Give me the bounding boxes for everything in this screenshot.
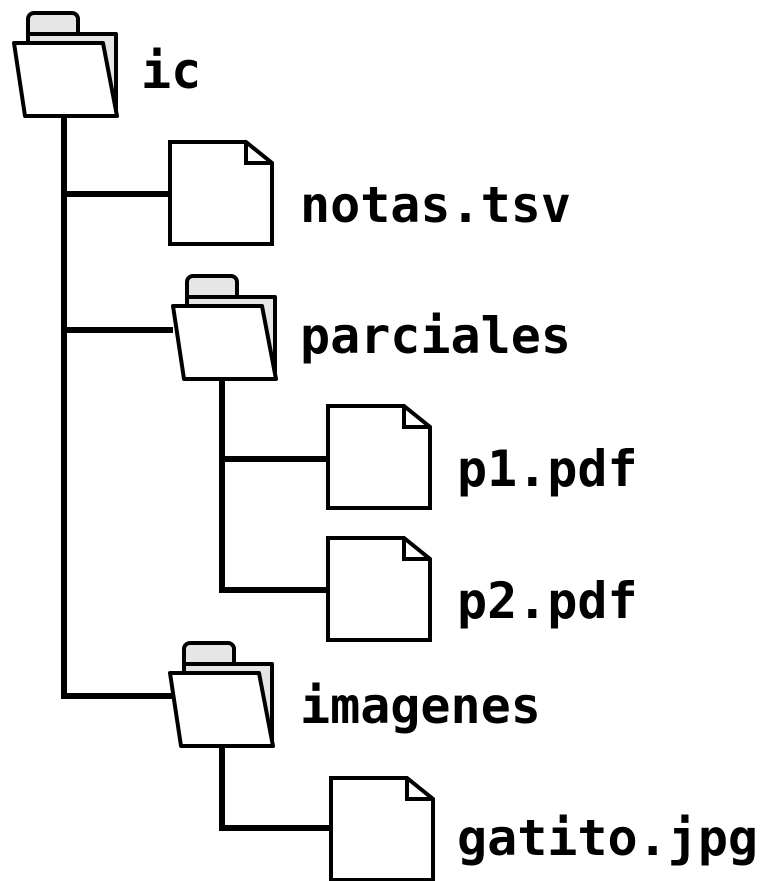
file-label-notas[interactable]: notas.tsv [300, 176, 571, 234]
file-label-p1[interactable]: p1.pdf [457, 440, 638, 498]
file-icon[interactable] [168, 140, 274, 246]
file-icon[interactable] [329, 776, 435, 881]
folder-icon[interactable] [171, 274, 278, 381]
file-label-gatito[interactable]: gatito.jpg [457, 809, 758, 867]
folder-label-ic[interactable]: ic [141, 42, 201, 100]
file-icon[interactable] [326, 536, 432, 642]
tree-connectors [61, 113, 333, 831]
folder-icon[interactable] [168, 641, 275, 748]
folder-label-parciales[interactable]: parciales [300, 307, 571, 365]
folder-label-imagenes[interactable]: imagenes [300, 677, 541, 735]
folder-icon[interactable] [12, 11, 119, 118]
file-icon[interactable] [326, 404, 432, 510]
file-label-p2[interactable]: p2.pdf [457, 572, 638, 630]
